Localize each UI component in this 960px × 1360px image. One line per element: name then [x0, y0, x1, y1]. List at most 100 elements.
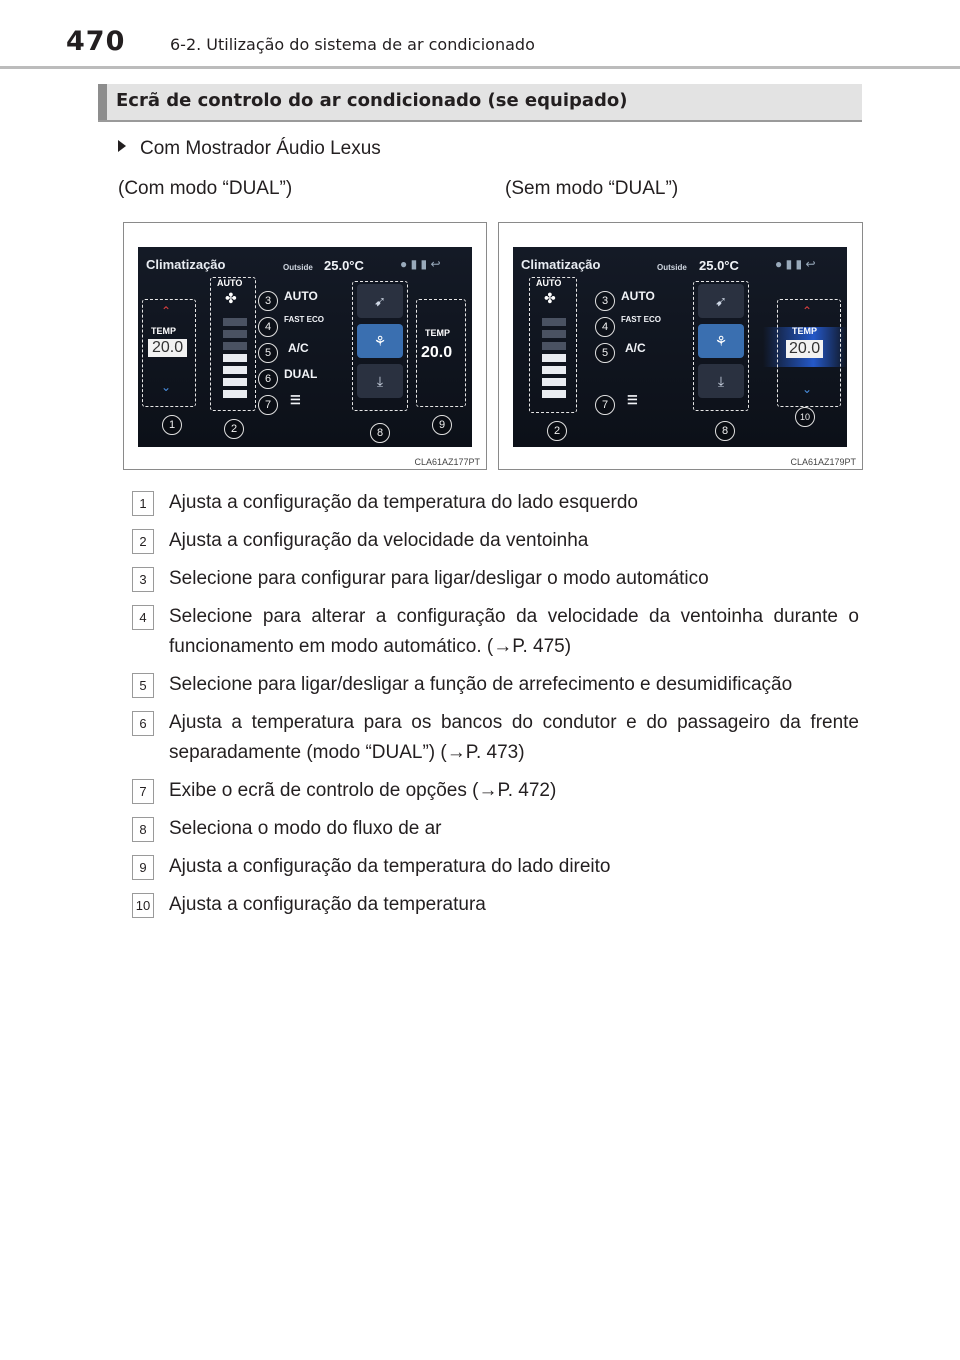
item-text: Selecione para configurar para ligar/des… [169, 568, 709, 589]
auto-button[interactable]: AUTO [284, 289, 318, 303]
item-text: Ajusta a configuração da temperatura [169, 894, 486, 915]
fan-level-bar [542, 318, 566, 326]
fast-eco-button[interactable]: FAST ECO [621, 315, 662, 324]
options-button[interactable]: ☰ [627, 393, 638, 407]
callout-6: 6 [258, 369, 278, 389]
item-text: Selecione para alterar a configuração da… [169, 606, 859, 657]
airflow-face-icon[interactable]: ➹ [357, 284, 403, 318]
section-title: Ecrã de controlo do ar condicionado (se … [116, 90, 628, 111]
callout-2: 2 [224, 419, 244, 439]
ac-button[interactable]: A/C [288, 341, 309, 355]
callout-3: 3 [258, 291, 278, 311]
fan-level-bar [223, 318, 247, 326]
right-temp-control[interactable]: TEMP 20.0 [416, 299, 466, 407]
callout-4: 4 [258, 317, 278, 337]
right-temp-label: TEMP [425, 328, 451, 338]
fan-speed-control[interactable]: AUTO ✤ [210, 277, 256, 411]
fan-level-bar [223, 390, 247, 398]
callout-9: 9 [432, 415, 452, 435]
callout-8: 8 [370, 423, 390, 443]
item-number: 5 [132, 673, 154, 698]
chapter-title: 6-2. Utilização do sistema de ar condici… [170, 35, 535, 54]
item-number: 9 [132, 855, 154, 880]
temp-up-icon[interactable]: ⌃ [161, 304, 172, 318]
item-number: 10 [132, 893, 154, 918]
item-text: Exibe o ecrã de controlo de opções (→P. … [169, 780, 557, 801]
callout-3: 3 [595, 291, 615, 311]
image-code: CLA61AZ177PT [414, 457, 480, 467]
airflow-face-feet-icon[interactable]: ⚘ [698, 324, 744, 358]
airflow-mode-control[interactable]: ➹ ⚘ ⤓ [693, 281, 749, 411]
airflow-face-icon[interactable]: ➹ [698, 284, 744, 318]
temp-up-icon[interactable]: ⌃ [802, 304, 813, 318]
fan-level-bar [542, 342, 566, 350]
fan-level-bar [542, 390, 566, 398]
bullet-text: Com Mostrador Áudio Lexus [140, 138, 381, 159]
temp-down-icon[interactable]: ⌄ [802, 382, 813, 396]
callout-5: 5 [595, 343, 615, 363]
section-heading: Ecrã de controlo do ar condicionado (se … [98, 84, 862, 122]
ac-button[interactable]: A/C [625, 341, 646, 355]
callout-7: 7 [595, 395, 615, 415]
fast-eco-button[interactable]: FAST ECO [284, 315, 325, 324]
airflow-face-feet-icon[interactable]: ⚘ [357, 324, 403, 358]
bullet-item: Com Mostrador Áudio Lexus [118, 138, 381, 160]
temp-control[interactable]: ⌃ TEMP 20.0 ⌄ [777, 299, 841, 407]
right-temp-value: 20.0 [421, 344, 453, 361]
airflow-feet-icon[interactable]: ⤓ [357, 364, 403, 398]
item-number: 3 [132, 567, 154, 592]
screen-title: Climatização [146, 257, 226, 272]
callout-4: 4 [595, 317, 615, 337]
callout-7: 7 [258, 395, 278, 415]
airflow-mode-control[interactable]: ➹ ⚘ ⤓ [352, 281, 408, 411]
page-number: 470 [66, 26, 126, 57]
climate-screen-single: Climatização Outside 25.0°C ● ▮ ▮ ↩ AUTO… [513, 247, 847, 447]
item-text: Ajusta a temperatura para os bancos do c… [169, 712, 859, 763]
page-header: 470 6-2. Utilização do sistema de ar con… [66, 26, 866, 60]
left-temp-value: 20.0 [148, 339, 188, 357]
options-button[interactable]: ☰ [290, 393, 301, 407]
auto-button[interactable]: AUTO [621, 289, 655, 303]
temp-value: 20.0 [786, 340, 824, 358]
fan-speed-control[interactable]: AUTO ✤ [529, 277, 577, 413]
fan-level-bar [223, 366, 247, 374]
fan-level-bar [223, 342, 247, 350]
item-number: 8 [132, 817, 154, 842]
item-text: Ajusta a configuração da temperatura do … [169, 856, 611, 877]
fan-auto-label: AUTO [536, 278, 562, 288]
dual-button[interactable]: DUAL [284, 367, 318, 381]
airflow-feet-icon[interactable]: ⤓ [698, 364, 744, 398]
item-number: 1 [132, 491, 154, 516]
fan-level-bar [542, 366, 566, 374]
callout-2: 2 [547, 421, 567, 441]
item-text: Ajusta a configuração da velocidade da v… [169, 530, 589, 551]
temp-down-icon[interactable]: ⌄ [161, 380, 172, 394]
status-icons: ● ▮ ▮ ↩ [400, 257, 441, 271]
fan-level-bar [223, 354, 247, 362]
screen-title: Climatização [521, 257, 601, 272]
left-temp-control[interactable]: ⌃ TEMP ⌄ [142, 299, 196, 407]
fan-level-bar [542, 354, 566, 362]
outside-label: Outside [657, 263, 687, 272]
single-mode-screenshot: Climatização Outside 25.0°C ● ▮ ▮ ↩ AUTO… [498, 222, 863, 470]
item-number: 4 [132, 605, 154, 630]
item-number: 6 [132, 711, 154, 736]
fan-level-bar [542, 330, 566, 338]
left-column-label: (Com modo “DUAL”) [118, 178, 293, 199]
callout-8: 8 [715, 421, 735, 441]
right-column-label: (Sem modo “DUAL”) [505, 178, 679, 199]
item-number: 2 [132, 529, 154, 554]
fan-level-bar [542, 378, 566, 386]
fan-level-bar [223, 330, 247, 338]
dual-mode-screenshot: Climatização Outside 25.0°C ● ▮ ▮ ↩ ⌃ TE… [123, 222, 487, 470]
section-edge [98, 84, 107, 120]
bullet-arrow-icon [118, 140, 126, 152]
item-number: 7 [132, 779, 154, 804]
callout-5: 5 [258, 343, 278, 363]
outside-temp: 25.0°C [699, 258, 739, 273]
fan-level-bar [223, 378, 247, 386]
fan-auto-label: AUTO [217, 278, 243, 288]
callout-10: 10 [795, 407, 815, 427]
item-text: Selecione para ligar/desligar a função d… [169, 674, 793, 695]
image-code: CLA61AZ179PT [790, 457, 856, 467]
